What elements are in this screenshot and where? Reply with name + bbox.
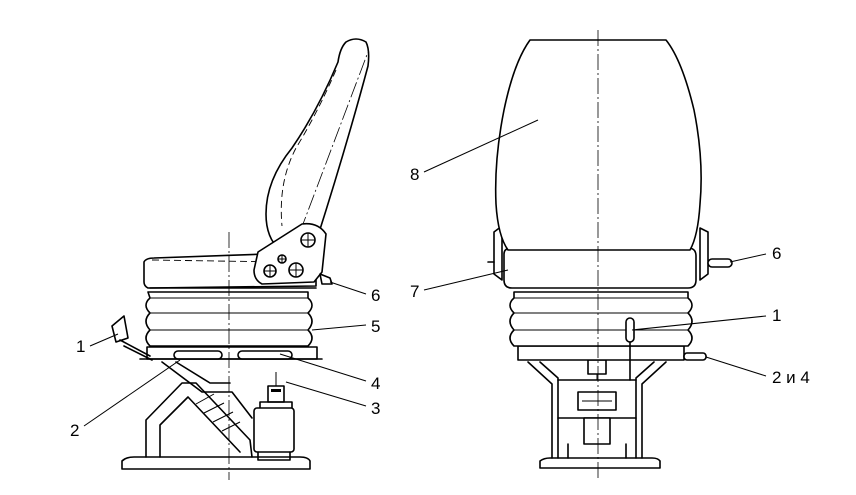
callout-1-rear: 1	[772, 306, 781, 325]
seat-cushion-rear	[503, 247, 697, 289]
bellows-rear	[509, 291, 693, 347]
lever-rear	[625, 317, 635, 381]
callout-7-rear: 7	[410, 282, 419, 301]
callout-5-side: 5	[371, 317, 380, 336]
callout-6-side: 6	[371, 286, 380, 305]
callout-8-rear: 8	[410, 165, 419, 184]
callout-1-side: 1	[76, 337, 85, 356]
base-plate-side	[121, 456, 311, 470]
backrest-side	[265, 38, 370, 251]
shock-absorber-side	[253, 372, 295, 461]
callout-2-side: 2	[70, 421, 79, 440]
callout-4-side: 4	[371, 374, 380, 393]
callout-3-side: 3	[371, 399, 380, 418]
rear-view: 8 7 6 1 2 и 4	[410, 30, 810, 480]
support-frame-rear	[527, 359, 667, 459]
leaders-rear	[423, 119, 767, 377]
callout-6-rear: 6	[772, 244, 781, 263]
pedal-side	[111, 315, 153, 361]
side-view: 1 2 3 4 5 6	[70, 38, 380, 480]
base-plate-rear	[539, 457, 661, 469]
side-mounts-rear	[487, 225, 733, 281]
hinge-bracket-side	[253, 222, 333, 285]
lower-platform-side	[139, 346, 323, 360]
leaders-side	[83, 281, 367, 427]
support-frame-side	[145, 361, 253, 458]
lower-platform-rear	[517, 345, 707, 361]
callout-2-and-4-rear: 2 и 4	[772, 368, 810, 387]
backrest-rear	[494, 39, 702, 251]
